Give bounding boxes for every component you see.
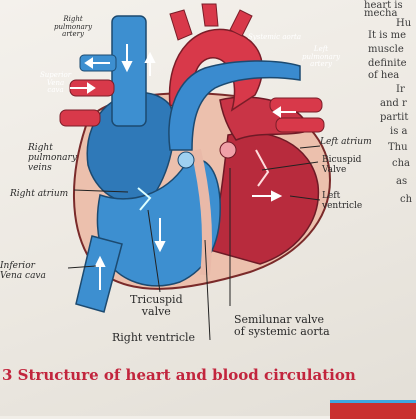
label-right-atrium: Right atrium [10, 189, 69, 199]
side-text-8: Ir [396, 84, 405, 95]
label-line: ventricle [322, 200, 363, 211]
label-line: pulmonary [28, 152, 77, 163]
aorta-branch-1 [169, 9, 193, 41]
label-tricuspid-valve: Tricuspid valve [130, 293, 183, 319]
tricuspid-valve-shape [137, 187, 152, 211]
label-left-ventricle: Left ventricle [322, 191, 363, 212]
left-pulmonary-vein-2 [275, 117, 325, 133]
side-text-9: and r [380, 98, 407, 109]
label-line: Vena [46, 78, 65, 87]
side-text-12: Thu [388, 142, 408, 153]
label-line: Left [322, 191, 341, 201]
bicuspid-valve-shape [255, 149, 270, 187]
label-inferior-vena-cava: Inferior Vena cava [0, 261, 46, 282]
side-text-14: as [396, 176, 408, 187]
side-text-11: is a [390, 126, 408, 137]
label-line: Valve [322, 164, 347, 175]
label-line: Left [313, 45, 329, 53]
label-line: of systemic aorta [234, 325, 330, 339]
side-text-3: Hu [396, 18, 412, 29]
side-text-2: mecha [364, 8, 398, 19]
label-line: pulmonary [302, 52, 341, 61]
label-line: Right [28, 143, 53, 153]
label-systemic-aorta: Systemic aorta [248, 33, 302, 41]
label-bicuspid-valve: Bicuspid Valve [322, 155, 362, 176]
side-text-5: muscle [368, 44, 404, 55]
aorta-branch-2 [201, 3, 219, 27]
side-text-6: definite [368, 58, 407, 69]
label-line: veins [28, 162, 52, 173]
label-line: Bicuspid [322, 155, 362, 165]
label-line: Inferior [0, 261, 35, 271]
label-line: Vena cava [0, 270, 46, 281]
pulmonary-trunk [168, 60, 301, 151]
side-text-13: cha [392, 158, 411, 169]
bottom-decoration [330, 400, 416, 419]
label-right-pulmonary-veins: Right pulmonary veins [28, 143, 77, 174]
label-left-pulmonary-artery: Left pulmonary artery [302, 45, 341, 69]
label-right-ventricle: Right ventricle [112, 331, 196, 344]
side-text-1: heart is [364, 0, 403, 11]
right-pulmonary-vein-2 [59, 109, 101, 127]
label-left-atrium: Left atrium [320, 137, 372, 147]
leader-lines [67, 145, 321, 341]
label-right-pulmonary-artery: Right pulmonary artery [54, 15, 93, 39]
side-text-7: of hea [368, 70, 400, 81]
side-text-15: ch [400, 194, 413, 205]
superior-vena-cava-vessel [111, 15, 147, 127]
aorta-arch [168, 28, 263, 117]
aortic-valve-shape [219, 141, 237, 159]
label-line: artery [62, 30, 84, 39]
label-line: valve [141, 305, 171, 319]
aorta-branch-3 [229, 9, 253, 37]
label-line: Superior [40, 71, 72, 79]
figure-caption: 3 Structure of heart and blood circulati… [2, 366, 356, 384]
side-text-10: partit [380, 112, 409, 123]
label-line: artery [310, 60, 332, 69]
flow-arrows [70, 44, 296, 290]
label-line: cava [47, 86, 64, 95]
label-line: Semilunar valve [234, 313, 325, 326]
label-semilunar-valve: Semilunar valve of systemic aorta [234, 313, 330, 339]
label-line: pulmonary [54, 22, 93, 31]
label-superior-vena-cava: Superior Vena cava [40, 71, 72, 95]
side-text-4: It is me [368, 30, 407, 41]
label-line: Right [63, 15, 83, 23]
label-line: Tricuspid [130, 293, 183, 306]
semilunar-valve-shape [177, 151, 195, 169]
